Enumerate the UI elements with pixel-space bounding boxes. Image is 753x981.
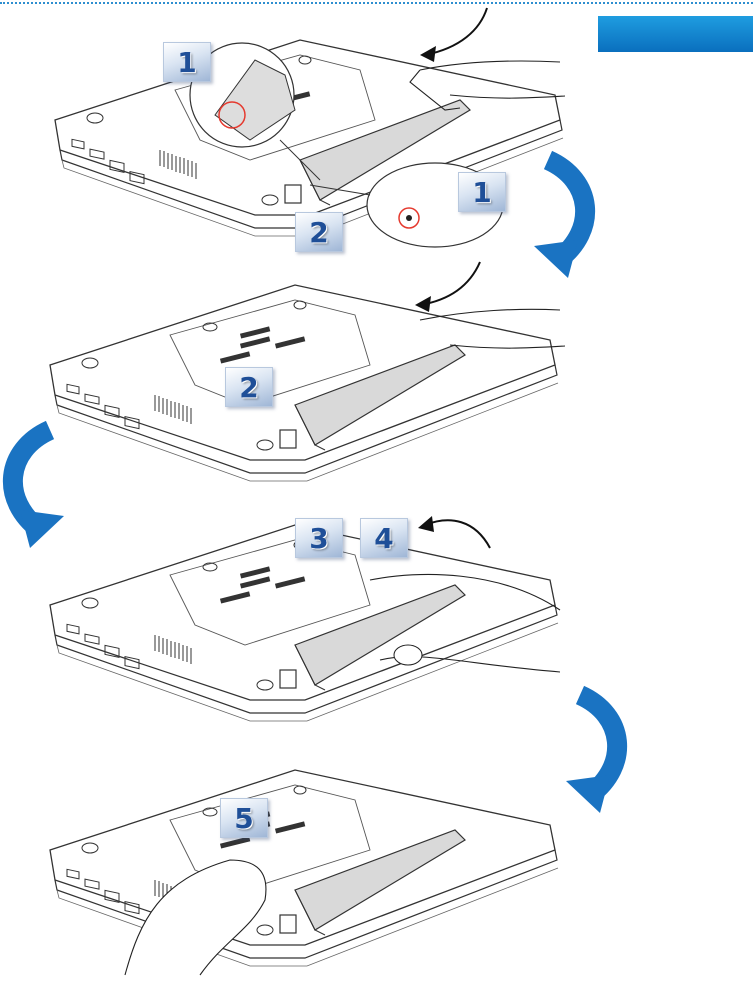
- curved-arrow-icon-3: [424, 519, 491, 549]
- section-header-tab: [598, 16, 753, 52]
- step-badge-1a: 1: [163, 42, 211, 82]
- step-badge-4: 4: [360, 518, 408, 558]
- rotate-arrow-icon-1: [534, 160, 585, 278]
- hand-illustration: [419, 60, 566, 99]
- hand-illustration-4: [124, 859, 267, 976]
- dotted-top-rule: [0, 2, 753, 4]
- laptop-illustration-2: [49, 284, 559, 482]
- step-badge-2b: 2: [225, 367, 273, 407]
- step-badge-2a: 2: [295, 212, 343, 252]
- step-badge-5: 5: [220, 798, 268, 838]
- rotate-arrow-icon-2: [13, 430, 64, 548]
- rotate-arrow-icon-3: [566, 695, 617, 813]
- step-badge-3: 3: [295, 518, 343, 558]
- step-badge-1b: 1: [458, 172, 506, 212]
- laptop-illustration-4: [49, 769, 559, 967]
